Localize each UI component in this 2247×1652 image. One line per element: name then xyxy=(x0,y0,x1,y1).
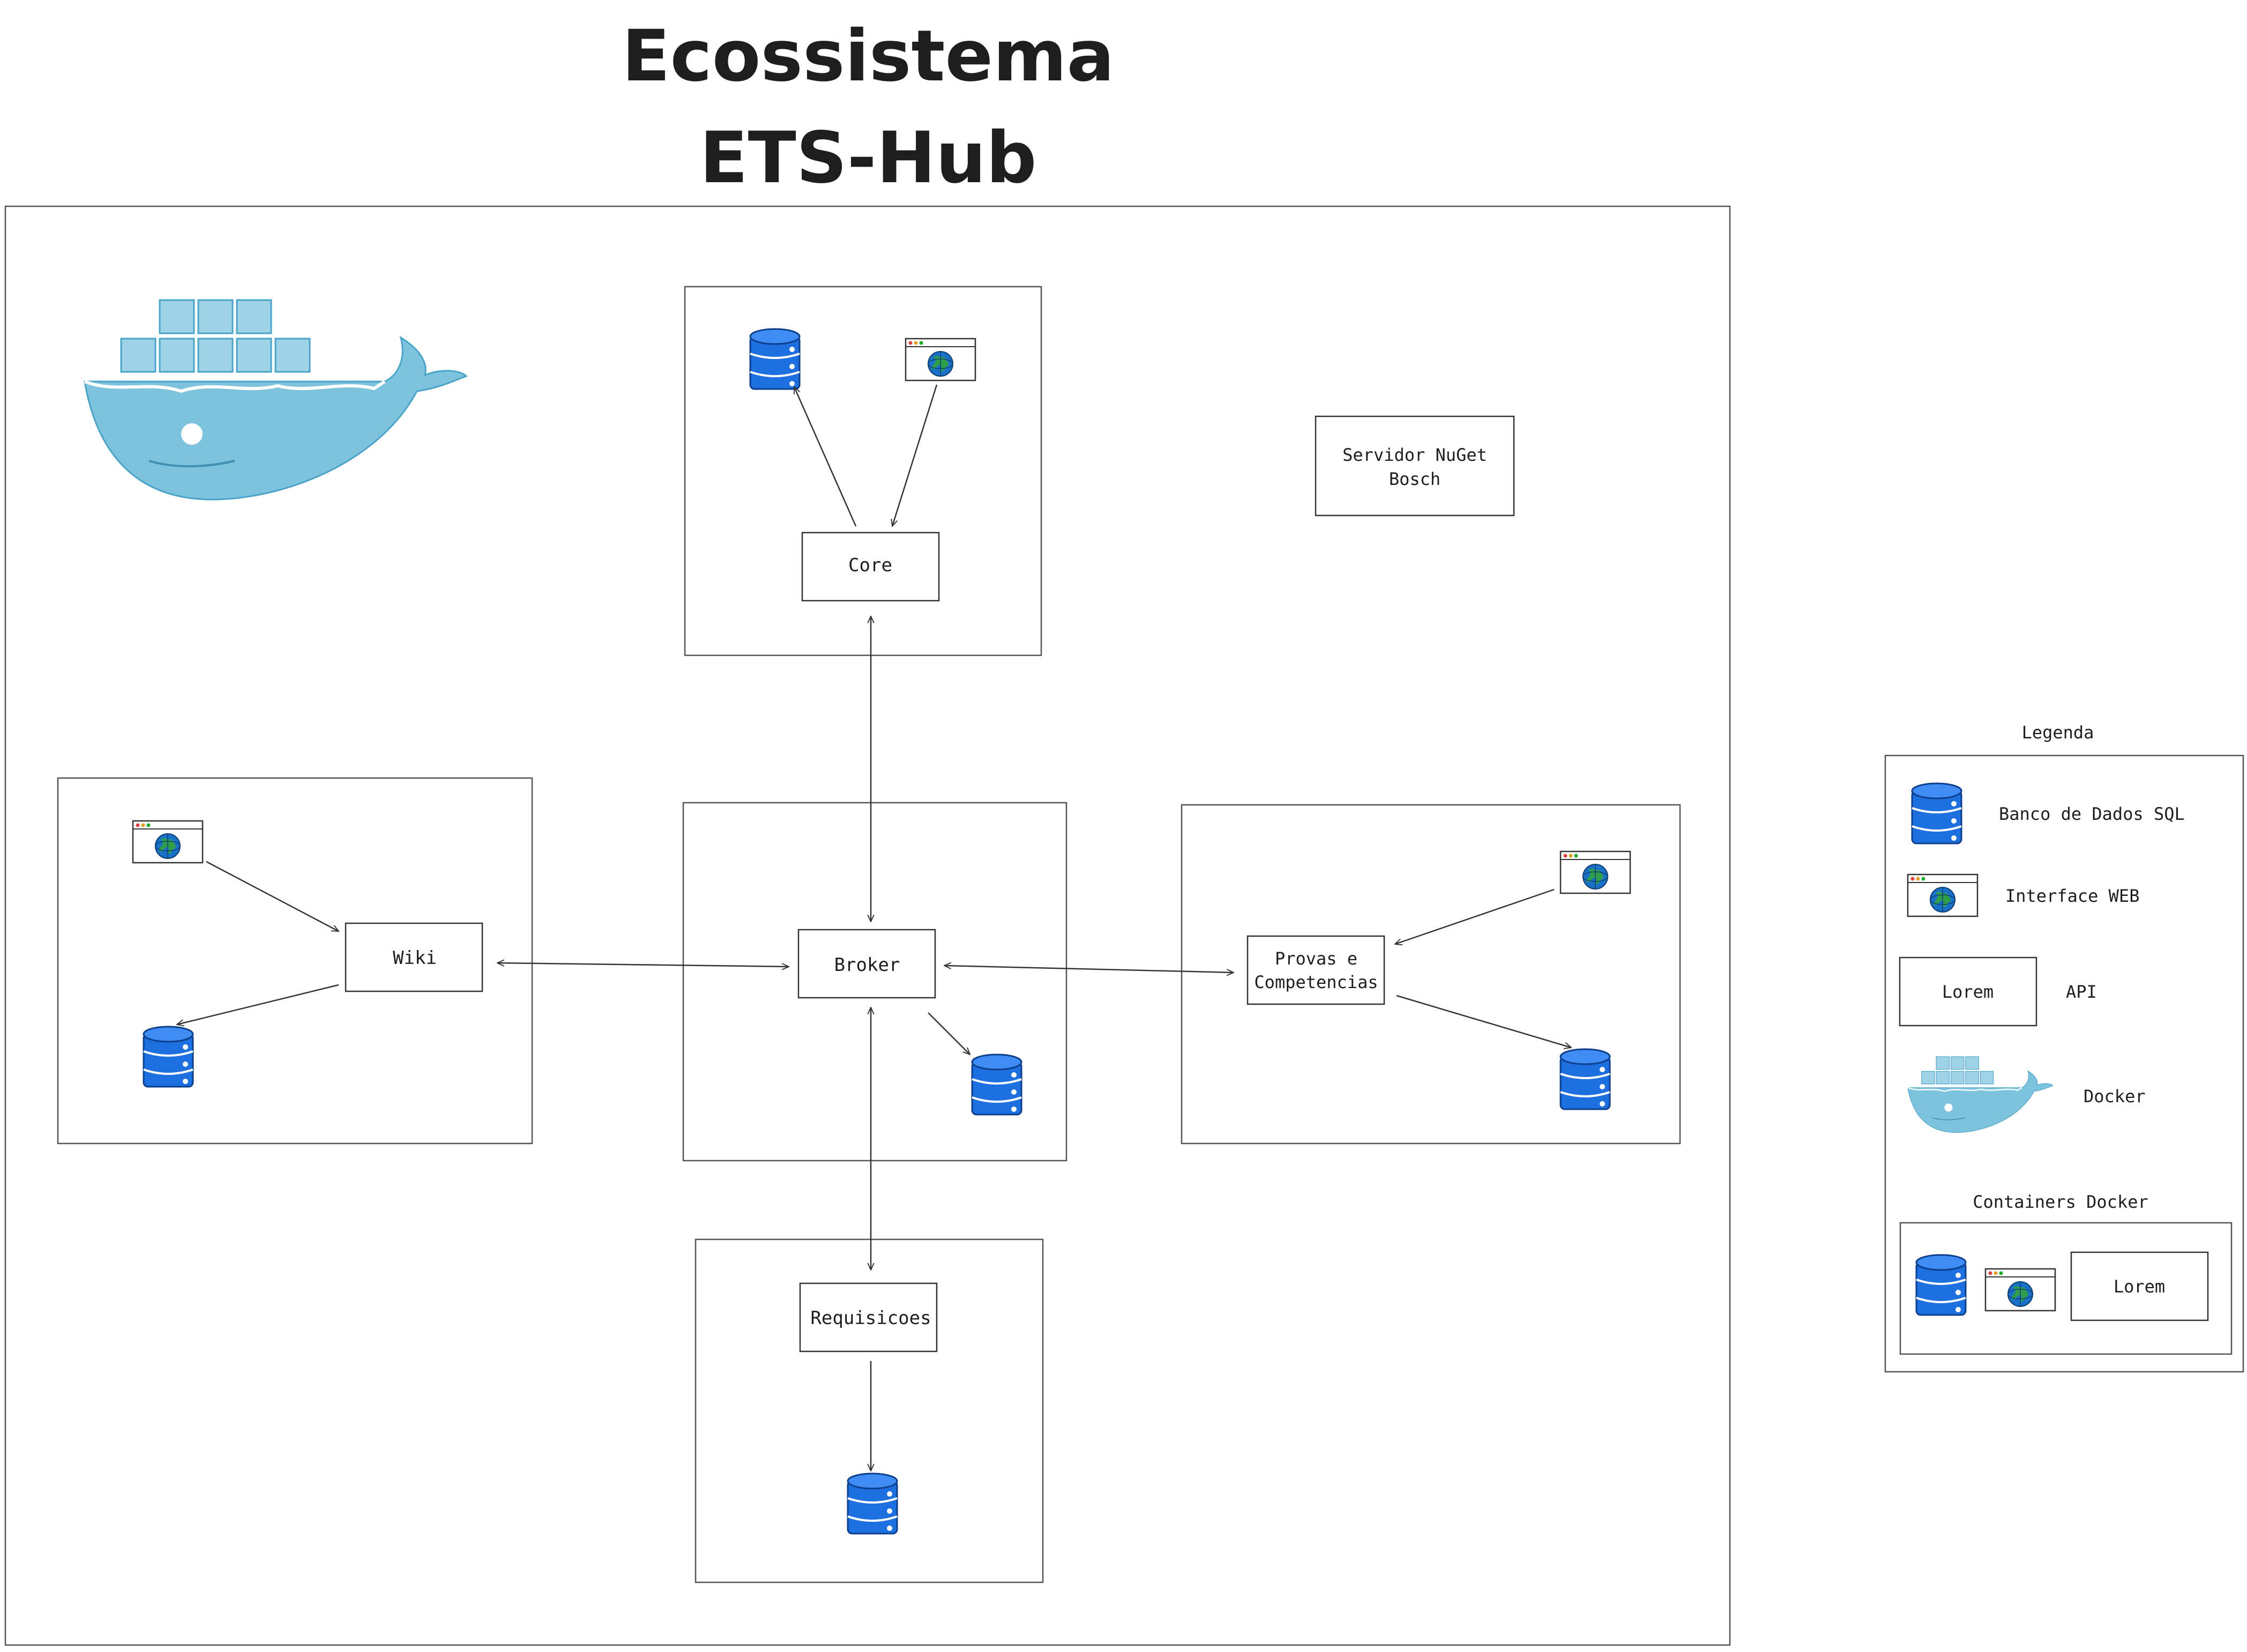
requisicoes-label: Requisicoes xyxy=(810,1307,931,1329)
legend-containers-database-icon xyxy=(1915,1254,1967,1316)
docker-whale-icon xyxy=(85,300,466,499)
legend-docker-whale-icon xyxy=(1907,1056,2054,1133)
provas-label-line1: Provas e xyxy=(1275,948,1357,969)
edge-web-to-provas xyxy=(1395,888,1555,944)
edge-web-to-core xyxy=(892,384,938,526)
requisicoes-api-box xyxy=(799,1282,938,1352)
legend-frame xyxy=(1884,754,2244,1373)
wiki-api-box xyxy=(345,922,483,992)
legend-containers-web-icon xyxy=(1984,1268,2056,1312)
core-api-box xyxy=(801,532,940,602)
legend: Legenda Banco de Dados SQL Interface WEB… xyxy=(1884,722,2244,1373)
diagram-title-line2: ETS-Hub xyxy=(700,117,1037,199)
legend-containers-frame xyxy=(1899,1222,2233,1355)
legend-database-label: Banco de Dados SQL xyxy=(1999,804,2185,824)
legend-web-label: Interface WEB xyxy=(2005,886,2139,906)
legend-docker-label: Docker xyxy=(2084,1086,2146,1107)
nuget-server-box xyxy=(1315,415,1515,517)
legend-containers-api-box xyxy=(2070,1251,2209,1321)
legend-api-box-text: Lorem xyxy=(1942,982,1994,1002)
broker-label: Broker xyxy=(834,954,900,976)
nuget-label-line2: Bosch xyxy=(1389,469,1440,489)
provas-api-box xyxy=(1246,935,1385,1005)
core-database-icon xyxy=(749,328,801,390)
core-label: Core xyxy=(848,555,892,576)
edge-provas-to-db xyxy=(1396,995,1571,1048)
legend-database-icon xyxy=(1911,782,1962,844)
core-container xyxy=(684,286,1042,656)
edge-core-to-db xyxy=(793,387,857,527)
legend-title: Legenda xyxy=(2022,722,2094,743)
docker-host-frame xyxy=(4,205,1731,1646)
legend-api-label: API xyxy=(2066,982,2097,1002)
legend-containers-title: Containers Docker xyxy=(1973,1192,2148,1212)
provas-database-icon xyxy=(1559,1048,1611,1110)
requisicoes-database-icon xyxy=(847,1472,898,1535)
wiki-label: Wiki xyxy=(393,947,437,969)
edge-web-to-wiki xyxy=(206,861,339,932)
core-web-interface-icon xyxy=(905,338,976,382)
legend-containers-box-text: Lorem xyxy=(2114,1276,2165,1297)
legend-api-box xyxy=(1899,956,2037,1027)
diagram-title-line1: Ecossistema xyxy=(622,15,1114,98)
broker-container xyxy=(682,802,1067,1162)
nuget-label-line1: Servidor NuGet xyxy=(1342,445,1487,465)
legend-web-interface-icon xyxy=(1907,873,1979,917)
edge-broker-provas xyxy=(944,966,1234,973)
wiki-database-icon xyxy=(143,1026,194,1088)
edge-wiki-to-db xyxy=(177,984,339,1025)
wiki-web-interface-icon xyxy=(132,820,204,864)
broker-database-icon xyxy=(971,1053,1022,1116)
provas-label-line2: Competencias xyxy=(1254,972,1378,992)
edge-wiki-broker xyxy=(497,963,789,967)
edge-broker-to-db xyxy=(928,1012,970,1055)
broker-api-box xyxy=(797,929,936,999)
provas-web-interface-icon xyxy=(1559,850,1631,894)
